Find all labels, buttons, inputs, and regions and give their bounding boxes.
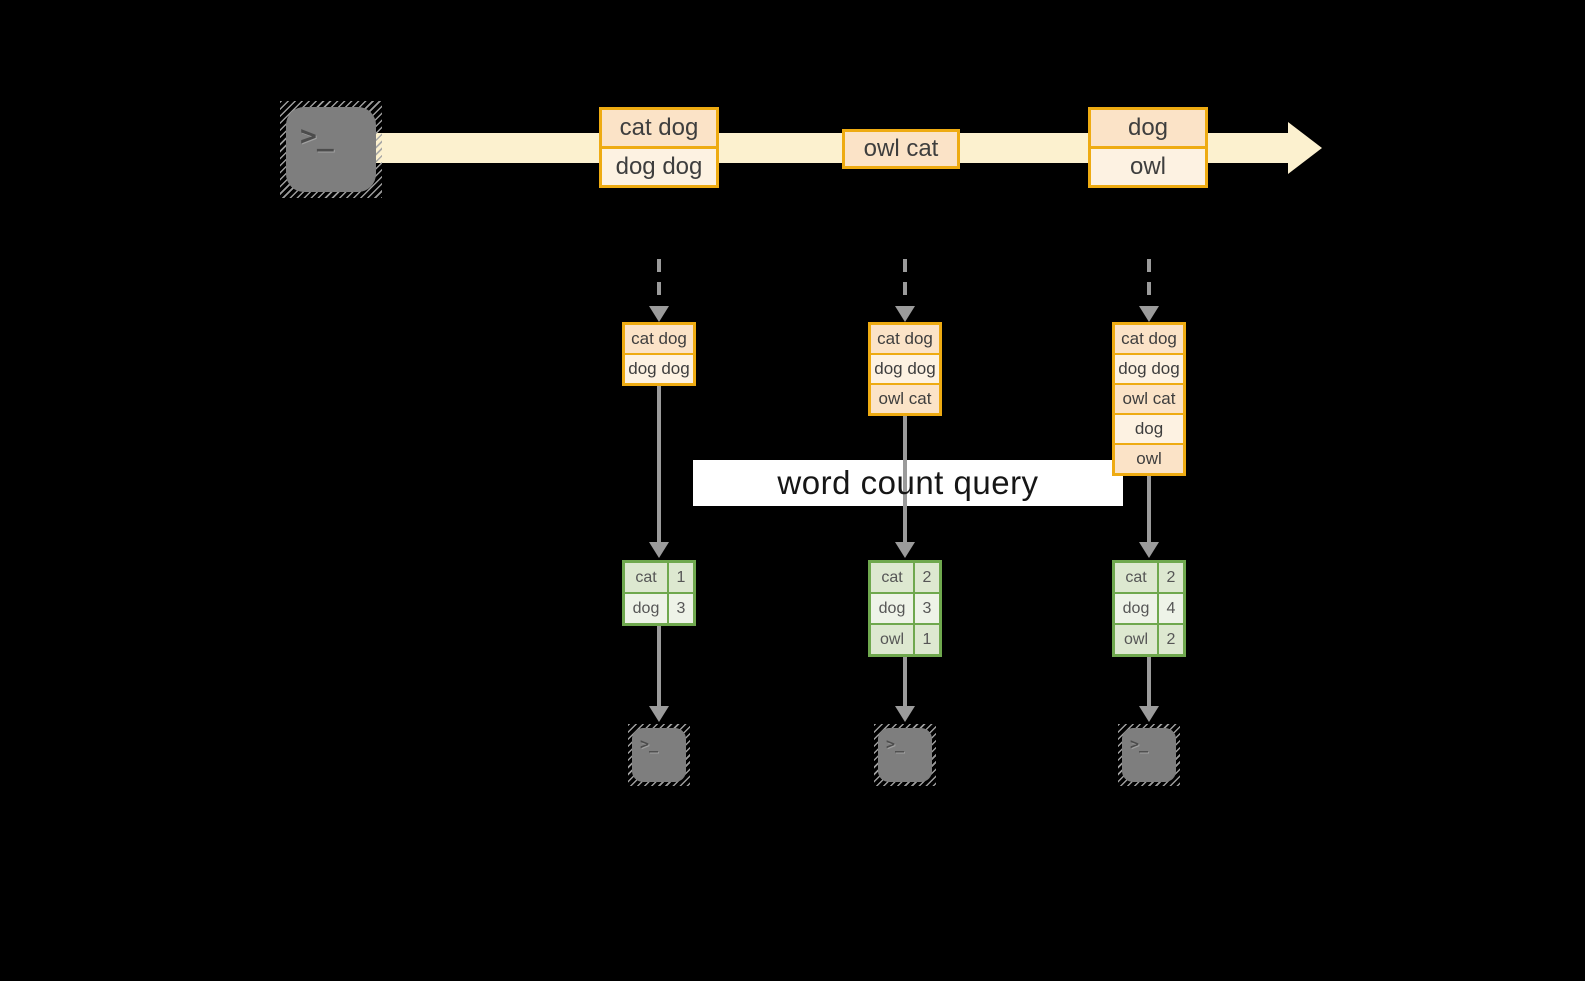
- word-cell: dog: [1115, 594, 1157, 623]
- flow-arrowhead-icon: [895, 706, 915, 722]
- count-cell: 3: [915, 594, 939, 623]
- dashed-arrow-line: [1147, 259, 1151, 305]
- terminal-body: >_: [878, 728, 932, 782]
- flow-arrow-line: [657, 624, 661, 708]
- record-cell: owl: [1091, 149, 1205, 185]
- record-cell: owl cat: [845, 132, 957, 166]
- word-cell: dog: [871, 594, 913, 623]
- word-cell: dog: [625, 594, 667, 623]
- dashed-arrowhead-icon: [649, 306, 669, 322]
- dashed-arrowhead-icon: [1139, 306, 1159, 322]
- record-cell: dog dog: [1115, 355, 1183, 383]
- dashed-arrow-line: [903, 259, 907, 305]
- record-cell: dog dog: [625, 355, 693, 383]
- query-band: [693, 460, 1123, 506]
- query-label: word count query: [777, 464, 1039, 501]
- record-cell: dog: [1091, 110, 1205, 146]
- word-cell: owl: [1115, 625, 1157, 654]
- output-terminal-icon: >_: [874, 724, 936, 786]
- terminal-prompt-glyph: >_: [1130, 735, 1149, 753]
- flow-arrowhead-icon: [1139, 706, 1159, 722]
- word-cell: owl: [871, 625, 913, 654]
- flow-arrow-line: [903, 414, 907, 542]
- flow-arrowhead-icon: [649, 542, 669, 558]
- count-cell: 4: [1159, 594, 1183, 623]
- word-cell: cat: [871, 563, 913, 592]
- record-cell: cat dog: [602, 110, 716, 146]
- record-cell: dog: [1115, 415, 1183, 443]
- record-cell: dog dog: [871, 355, 939, 383]
- terminal-prompt-glyph: >_: [300, 119, 334, 152]
- record-cell: owl cat: [871, 385, 939, 413]
- count-cell: 3: [669, 594, 693, 623]
- flow-arrow-line: [657, 384, 661, 542]
- flow-arrow-line: [1147, 474, 1151, 542]
- flow-arrow-line: [1147, 655, 1151, 708]
- flow-arrowhead-icon: [1139, 542, 1159, 558]
- word-cell: cat: [625, 563, 667, 592]
- word-cell: cat: [1115, 563, 1157, 592]
- terminal-body: >_: [1122, 728, 1176, 782]
- output-terminal-icon: >_: [1118, 724, 1180, 786]
- flow-arrow-line: [903, 655, 907, 708]
- flow-arrowhead-icon: [649, 706, 669, 722]
- count-cell: 1: [669, 563, 693, 592]
- record-cell: cat dog: [1115, 325, 1183, 353]
- count-cell: 1: [915, 625, 939, 654]
- stream-arrowhead-icon: [1288, 122, 1322, 174]
- terminal-body: >_: [286, 107, 376, 192]
- terminal-prompt-glyph: >_: [886, 735, 905, 753]
- record-cell: owl cat: [1115, 385, 1183, 413]
- stream-batch-2: owl cat: [842, 129, 960, 169]
- terminal-body: >_: [632, 728, 686, 782]
- flow-arrowhead-icon: [895, 542, 915, 558]
- record-cell: dog dog: [602, 149, 716, 185]
- output-terminal-icon: >_: [628, 724, 690, 786]
- record-cell: cat dog: [871, 325, 939, 353]
- record-cell: owl: [1115, 445, 1183, 473]
- count-cell: 2: [1159, 625, 1183, 654]
- dashed-arrowhead-icon: [895, 306, 915, 322]
- terminal-prompt-glyph: >_: [640, 735, 659, 753]
- count-cell: 2: [915, 563, 939, 592]
- source-terminal-icon: >_: [280, 101, 382, 198]
- dashed-arrow-line: [657, 259, 661, 305]
- count-cell: 2: [1159, 563, 1183, 592]
- record-cell: cat dog: [625, 325, 693, 353]
